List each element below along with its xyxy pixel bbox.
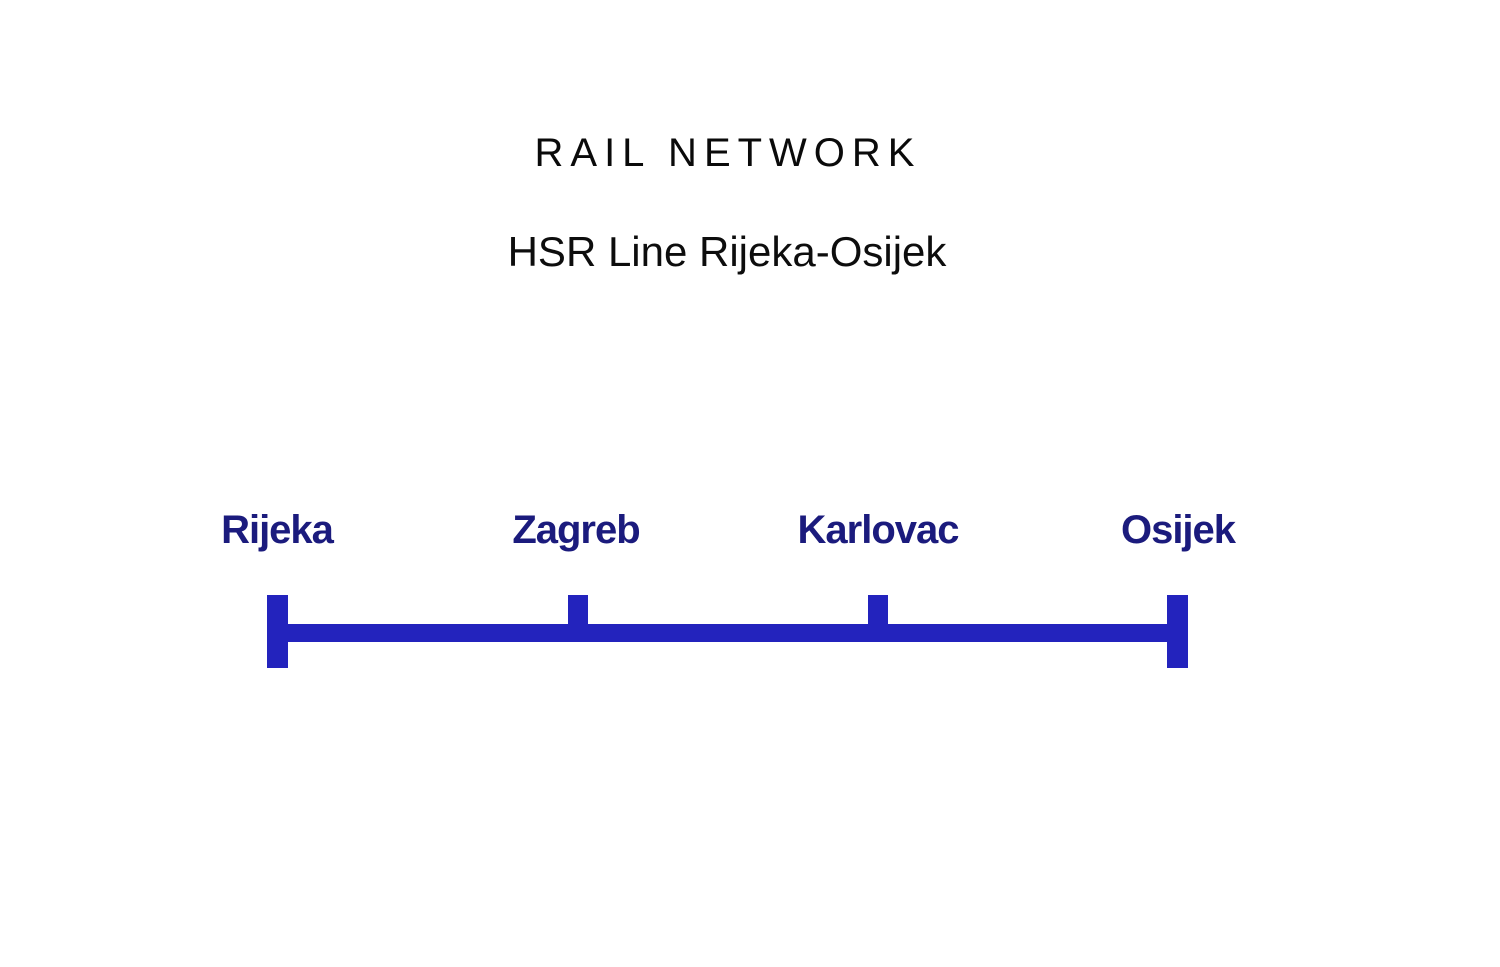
station-label-rijeka: Rijeka <box>221 508 334 552</box>
station-label-karlovac: Karlovac <box>797 508 960 552</box>
station-label-osijek: Osijek <box>1120 508 1236 552</box>
rail-line-diagram <box>267 595 1188 669</box>
station-tick-karlovac <box>868 595 888 625</box>
terminus-marker-rijeka <box>267 595 288 668</box>
line-subtitle: HSR Line Rijeka-Osijek <box>507 228 947 275</box>
rail-line-segment <box>288 624 1168 642</box>
page-title: RAIL NETWORK <box>534 131 922 175</box>
station-tick-zagreb <box>568 595 588 625</box>
terminus-marker-osijek <box>1167 595 1188 668</box>
station-label-zagreb: Zagreb <box>512 508 640 552</box>
